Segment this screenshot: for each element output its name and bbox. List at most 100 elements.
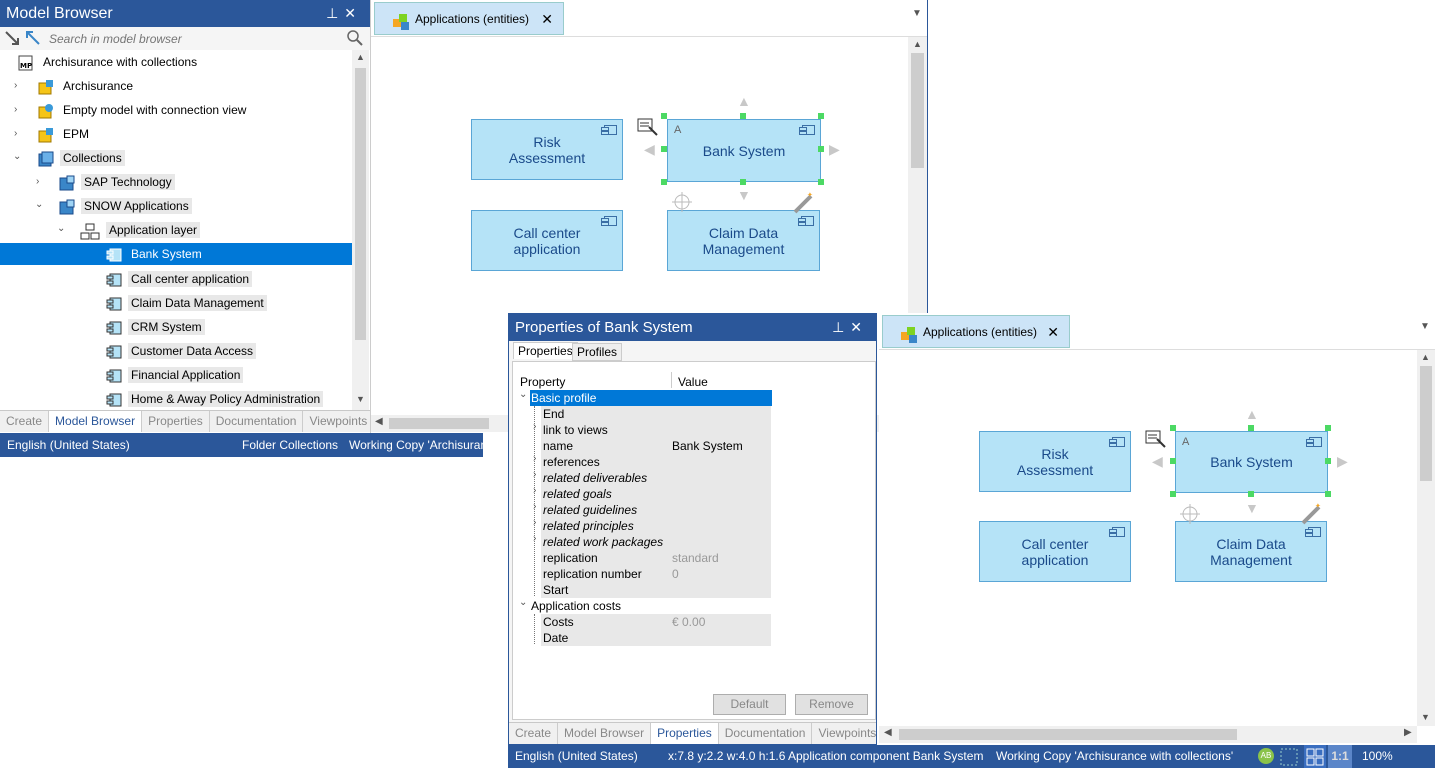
tree-item-selected[interactable]: Bank System — [0, 243, 352, 265]
scroll-thumb[interactable] — [911, 53, 924, 168]
scroll-up-icon[interactable]: ▲ — [913, 39, 922, 49]
connect-left-icon[interactable]: ◀ — [644, 141, 655, 157]
element-risk-assessment[interactable]: Risk Assessment — [471, 119, 623, 180]
tree-item[interactable]: EPM — [38, 123, 92, 145]
chevron-right-icon[interactable]: › — [36, 176, 40, 187]
scroll-up-icon[interactable]: ▲ — [356, 52, 365, 62]
property-row[interactable]: Start — [543, 583, 569, 597]
tab-create[interactable]: Create — [509, 723, 559, 744]
tab-properties[interactable]: Properties — [142, 411, 210, 432]
target-icon[interactable] — [1178, 503, 1202, 528]
element-call-center[interactable]: Call center application — [979, 521, 1131, 582]
chevron-right-icon[interactable]: › — [533, 533, 537, 544]
close-icon[interactable]: ✕ — [344, 5, 362, 21]
tree-item[interactable]: Call center application — [106, 268, 253, 290]
chevron-right-icon[interactable]: › — [533, 517, 537, 528]
diagram-scrollbar-h[interactable]: ◀ ▶ — [879, 726, 1417, 743]
chevron-right-icon[interactable]: › — [14, 80, 18, 91]
property-row[interactable]: End — [543, 407, 565, 421]
layout-icon[interactable] — [1304, 745, 1326, 768]
property-row[interactable]: related work packages — [543, 535, 664, 549]
resize-handle[interactable] — [740, 179, 746, 185]
chevron-down-icon[interactable]: ⌄ — [519, 389, 528, 400]
chevron-right-icon[interactable]: › — [14, 128, 18, 139]
tree-scrollbar[interactable]: ▲ ▼ — [352, 50, 369, 410]
doc-tab-applications[interactable]: Applications (entities) ✕ — [882, 315, 1070, 348]
resize-handle[interactable] — [661, 179, 667, 185]
connect-up-icon[interactable]: ▲ — [737, 93, 751, 109]
property-row[interactable]: related deliverables — [543, 471, 648, 485]
close-tab-icon[interactable]: ✕ — [1047, 324, 1059, 340]
resize-handle[interactable] — [818, 146, 824, 152]
doc-tab-applications[interactable]: Applications (entities) ✕ — [374, 2, 564, 35]
property-value[interactable]: € 0.00 — [672, 615, 706, 629]
resize-handle[interactable] — [1325, 491, 1331, 497]
scroll-down-icon[interactable]: ▼ — [356, 394, 365, 404]
tab-viewpoints[interactable]: Viewpoints — [812, 723, 884, 744]
connect-right-icon[interactable]: ▶ — [1337, 453, 1348, 469]
tab-documentation[interactable]: Documentation — [719, 723, 813, 744]
resize-handle[interactable] — [661, 146, 667, 152]
scroll-thumb[interactable] — [1420, 366, 1432, 481]
connect-right-icon[interactable]: ▶ — [829, 141, 840, 157]
chevron-right-icon[interactable]: › — [14, 104, 18, 115]
collapse-all-icon[interactable] — [4, 30, 20, 46]
tree-item[interactable]: Collections — [38, 147, 125, 169]
tree-item[interactable]: SNOW Applications — [59, 195, 192, 217]
connect-up-icon[interactable]: ▲ — [1245, 406, 1259, 422]
diagram-scrollbar-v[interactable]: ▲ ▼ — [1417, 350, 1435, 726]
resize-handle[interactable] — [818, 113, 824, 119]
element-call-center[interactable]: Call center application — [471, 210, 623, 271]
tree-item[interactable]: Home & Away Policy Administration — [106, 388, 324, 410]
property-row[interactable]: replication number — [543, 567, 642, 581]
quick-action-icon[interactable] — [1145, 429, 1169, 452]
grid-icon[interactable] — [1280, 748, 1298, 774]
resize-handle[interactable] — [1325, 425, 1331, 431]
scroll-up-icon[interactable]: ▲ — [1421, 352, 1430, 362]
search-input[interactable] — [47, 29, 346, 49]
element-risk-assessment[interactable]: Risk Assessment — [979, 431, 1131, 492]
property-row[interactable]: related goals — [543, 487, 612, 501]
chevron-right-icon[interactable]: › — [533, 469, 537, 480]
property-row[interactable]: references — [543, 455, 600, 469]
chevron-right-icon[interactable]: › — [533, 453, 537, 464]
scroll-left-icon[interactable]: ◀ — [375, 416, 383, 427]
pin-icon[interactable]: ⊥ — [832, 319, 851, 335]
resize-handle[interactable] — [661, 113, 667, 119]
resize-handle[interactable] — [1325, 458, 1331, 464]
element-claim-data[interactable]: Claim Data Management — [667, 210, 820, 271]
magic-wand-icon[interactable]: ✦ — [791, 190, 817, 219]
search-icon[interactable] — [346, 29, 364, 50]
resize-handle[interactable] — [1248, 491, 1254, 497]
resize-handle[interactable] — [818, 179, 824, 185]
remove-button[interactable]: Remove — [795, 694, 868, 715]
chevron-right-icon[interactable]: › — [533, 421, 537, 432]
scroll-thumb[interactable] — [355, 68, 366, 340]
tab-viewpoints[interactable]: Viewpoints — [303, 411, 375, 432]
chevron-down-icon[interactable]: ⌄ — [13, 151, 22, 162]
close-tab-icon[interactable]: ✕ — [541, 11, 553, 27]
scroll-down-icon[interactable]: ▼ — [1421, 712, 1430, 722]
scroll-right-icon[interactable]: ▶ — [1404, 727, 1412, 738]
chevron-down-icon[interactable]: ⌄ — [519, 597, 528, 608]
chevron-right-icon[interactable]: › — [533, 485, 537, 496]
expand-all-icon[interactable] — [25, 30, 41, 46]
pin-icon[interactable]: ⊥ — [326, 5, 345, 21]
default-button[interactable]: Default — [713, 694, 786, 715]
scroll-thumb[interactable] — [389, 418, 489, 429]
tab-menu-chevron-icon[interactable]: ▼ — [912, 8, 922, 19]
property-row[interactable]: name — [543, 439, 574, 453]
tab-profiles[interactable]: Profiles — [572, 343, 623, 361]
property-row[interactable]: related guidelines — [543, 503, 638, 517]
tab-menu-chevron-icon[interactable]: ▼ — [1420, 321, 1430, 332]
property-row[interactable]: Costs — [543, 615, 574, 629]
tree-item[interactable]: CRM System — [106, 316, 205, 338]
tree-item[interactable]: Claim Data Management — [106, 292, 267, 314]
tab-model-browser[interactable]: Model Browser — [49, 411, 143, 432]
tab-documentation[interactable]: Documentation — [210, 411, 304, 432]
tree-item[interactable]: Financial Application — [106, 364, 244, 386]
resize-handle[interactable] — [1170, 491, 1176, 497]
